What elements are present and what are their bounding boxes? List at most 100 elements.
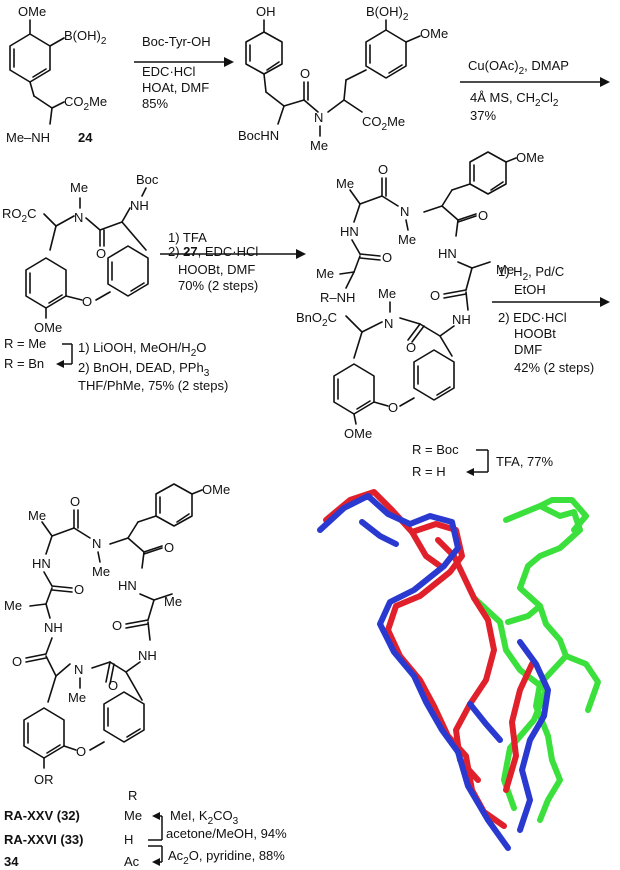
c28-nme2-label: Me (378, 286, 396, 301)
step1-reagent3: HOAt, DMF (142, 80, 209, 95)
c24-boh2-label: B(OH)2 (64, 28, 107, 47)
legend26-step2: 2) BnOH, DEAD, PPh3 (78, 360, 210, 379)
step2-reagent1: Cu(OAc)2, DMAP (468, 58, 569, 77)
step4-reagent2: EtOH (514, 282, 546, 297)
c25-oh-label: OH (256, 4, 276, 19)
c25-n-label: N (314, 110, 323, 125)
final-me2-label: Me (4, 598, 22, 613)
final-ome-label: OMe (202, 482, 230, 497)
c28-ester-label: BnO2C (296, 310, 337, 329)
final-o3-label: O (12, 654, 22, 669)
final-ether-o-label: O (76, 744, 86, 759)
final-o6-label: O (108, 678, 118, 693)
c28-hn1-label: HN (340, 224, 359, 239)
c28-ome2-label: OMe (344, 426, 372, 441)
compound-24: OMe B(OH)2 CO2Me Me–NH 24 (6, 4, 107, 145)
step1-yield: 85% (142, 96, 168, 111)
legend26-step1: 1) LiOOH, MeOH/H2O (78, 340, 206, 359)
c28-me3-label: Me (496, 262, 514, 277)
product-33-label: RA-XXVI (33) (4, 832, 84, 847)
final-nme1-label: Me (92, 564, 110, 579)
c26-boc-label: Boc (136, 172, 159, 187)
structure-overlay-3d (317, 489, 601, 851)
compound-final: OMe N Me O Me HN O Me NH O O HN (4, 482, 230, 787)
c24-number: 24 (78, 130, 93, 145)
c25-o-label: O (300, 66, 310, 81)
step4-reagent1: 1) H2, Pd/C (498, 264, 564, 283)
step3-reagent1: 1) TFA (168, 230, 207, 245)
c28-o2-label: O (382, 250, 392, 265)
legend-28: R = Boc R = H TFA, 77% (412, 442, 554, 479)
final-o2-label: O (74, 582, 84, 597)
c28-o1-label: O (378, 162, 388, 177)
c25-boh2-label: B(OH)2 (366, 4, 409, 23)
c28-ome-label: OMe (516, 150, 544, 165)
c28-o4-label: O (430, 288, 440, 303)
step4-reagent4: HOOBt (514, 326, 556, 341)
c28-n1-label: N (400, 204, 409, 219)
final-n1-label: N (92, 536, 101, 551)
compound-28: OMe N Me O Me HN O Me R–NH O HN Me (296, 150, 544, 441)
final-nme2-label: Me (68, 690, 86, 705)
product-33-r: H (124, 832, 133, 847)
c24-ome-label: OMe (18, 4, 46, 19)
step3: 1) TFA 2) 27, EDC·HCl HOOBt, DMF 70% (2 … (160, 230, 306, 293)
final-n2-label: N (74, 662, 83, 677)
c28-rnh-label: R–NH (320, 290, 355, 305)
step3-reagent2: 2) 27, EDC·HCl (168, 244, 258, 259)
legend26-r-bn: R = Bn (4, 356, 44, 371)
legend28-step: TFA, 77% (496, 454, 554, 469)
product-32-label: RA-XXV (32) (4, 808, 80, 823)
final-me3-label: Me (164, 594, 182, 609)
final-hn1-label: HN (32, 556, 51, 571)
final-o4-label: O (164, 540, 174, 555)
overlay-blue (317, 493, 551, 851)
product-34-r: Ac (124, 854, 140, 869)
c26-n-label: N (74, 210, 83, 225)
products-legend: R RA-XXV (32) Me RA-XXVI (33) H 34 Ac Me… (4, 788, 287, 869)
step3-reagent3: HOOBt, DMF (178, 262, 255, 277)
step1-reagent1: Boc-Tyr-OH (142, 34, 211, 49)
step1-reagent2: EDC·HCl (142, 64, 196, 79)
c26-ether-o-label: O (82, 294, 92, 309)
c26-nme-label: Me (70, 180, 88, 195)
step2: Cu(OAc)2, DMAP 4Å MS, CH2Cl2 37% (460, 58, 610, 123)
step4-reagent5: DMF (514, 342, 542, 357)
legend28-r-boc: R = Boc (412, 442, 459, 457)
product-32-r: Me (124, 808, 142, 823)
product-step1: MeI, K2CO3 (170, 808, 239, 827)
legend28-r-h: R = H (412, 464, 446, 479)
c26-ester-label: RO2C (2, 206, 36, 225)
products-r-header: R (128, 788, 137, 803)
legend26-r-me: R = Me (4, 336, 46, 351)
c28-o5-label: O (406, 340, 416, 355)
compound-25: OH BocHN O N Me CO2Me B(OH)2 OMe (238, 4, 448, 153)
step3-yield: 70% (2 steps) (178, 278, 258, 293)
c25-nme-label: Me (310, 138, 328, 153)
c28-me2-label: Me (316, 266, 334, 281)
final-hn2-label: HN (118, 578, 137, 593)
step4-yield: 42% (2 steps) (514, 360, 594, 375)
product-step1b: acetone/MeOH, 94% (166, 826, 287, 841)
c25-bochn-label: BocHN (238, 128, 279, 143)
final-o1-label: O (70, 494, 80, 509)
c25-ome-label: OMe (420, 26, 448, 41)
c24-menh-label: Me–NH (6, 130, 50, 145)
c28-ether-o-label: O (388, 400, 398, 415)
legend-26: R = Me R = Bn 1) LiOOH, MeOH/H2O 2) BnOH… (4, 336, 228, 393)
c28-o3-label: O (478, 208, 488, 223)
c26-nh-label: NH (130, 198, 149, 213)
step4-reagent3: 2) EDC·HCl (498, 310, 567, 325)
compound-26: RO2C N Me O NH Boc OMe O (2, 172, 159, 335)
final-o5-label: O (112, 618, 122, 633)
c24-ester-label: CO2Me (64, 94, 107, 113)
final-or-label: OR (34, 772, 54, 787)
final-me1-label: Me (28, 508, 46, 523)
c28-nh1-label: NH (452, 312, 471, 327)
final-nh2-label: NH (138, 648, 157, 663)
c26-o-label: O (96, 246, 106, 261)
c25-ester-label: CO2Me (362, 114, 405, 133)
product-step2: Ac2O, pyridine, 88% (168, 848, 285, 867)
c28-hn2-label: HN (438, 246, 457, 261)
